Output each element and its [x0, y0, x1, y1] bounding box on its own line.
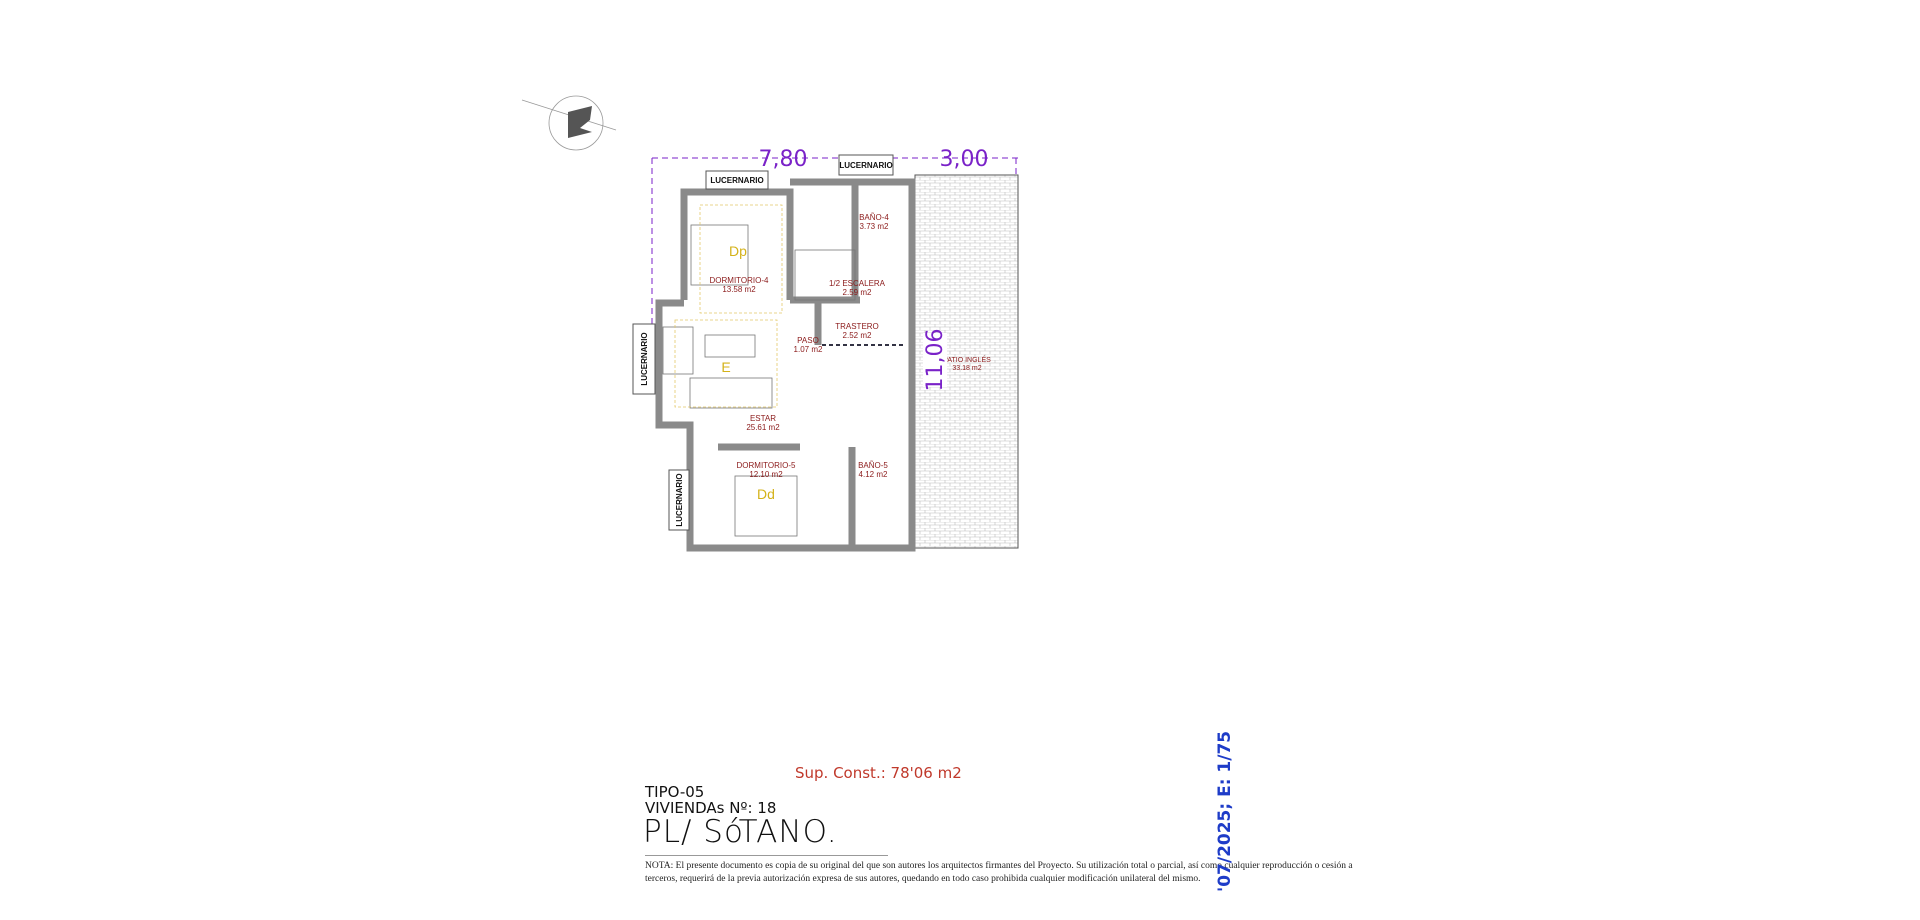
svg-text:PASO: PASO [797, 336, 819, 345]
svg-text:Dd: Dd [757, 486, 775, 502]
svg-text:BAÑO-5: BAÑO-5 [858, 461, 888, 470]
dimension-height: 11,06 [923, 329, 948, 392]
skylight-label: LUCERNARIO [675, 473, 684, 526]
room-estar: E ESTAR 25.61 m2 [721, 359, 780, 432]
room-bano-5: BAÑO-5 4.12 m2 [858, 461, 888, 479]
skylight-label: LUCERNARIO [839, 161, 892, 170]
type-label: TIPO-05 [645, 783, 705, 801]
svg-text:PATIO INGLÉS: PATIO INGLÉS [943, 355, 991, 364]
svg-text:DORMITORIO-4: DORMITORIO-4 [710, 276, 770, 285]
dimension-lines [651, 157, 1018, 330]
room-patio-ingles: PATIO INGLÉS 33.18 m2 [943, 355, 991, 372]
skylight-label: LUCERNARIO [710, 176, 763, 185]
furniture [662, 204, 856, 537]
dwellings-count: VIVIENDAs Nº: 18 [645, 799, 777, 817]
date-scale: '07/2025; E: 1/75 [1215, 730, 1235, 892]
svg-text:E: E [721, 359, 730, 375]
plan-title: PL/ SóTANO. [643, 814, 838, 850]
skylights [632, 154, 894, 531]
room-escalera: 1/2 ESCALERA 2.59 m2 [829, 279, 886, 297]
svg-text:25.61 m2: 25.61 m2 [746, 423, 780, 432]
svg-text:1.07 m2: 1.07 m2 [794, 345, 823, 354]
room-dormitorio-4: Dp DORMITORIO-4 13.58 m2 [710, 243, 770, 294]
built-area: Sup. Const.: 78'06 m2 [795, 764, 962, 782]
room-paso: PASO 1.07 m2 [794, 336, 823, 354]
svg-text:12.10 m2: 12.10 m2 [749, 470, 783, 479]
svg-text:ESTAR: ESTAR [750, 414, 776, 423]
title-divider [645, 855, 888, 856]
north-arrow-icon [521, 95, 617, 151]
svg-text:3.73 m2: 3.73 m2 [860, 222, 889, 231]
copyright-note: NOTA: El presente documento es copia de … [645, 861, 1353, 884]
svg-text:2.59 m2: 2.59 m2 [843, 288, 872, 297]
svg-text:4.12 m2: 4.12 m2 [859, 470, 888, 479]
walls [655, 178, 916, 552]
dimension-width-main: 7,80 [759, 147, 808, 172]
svg-text:33.18 m2: 33.18 m2 [952, 365, 981, 372]
skylight-label: LUCERNARIO [640, 332, 649, 385]
svg-text:2.52 m2: 2.52 m2 [843, 331, 872, 340]
room-trastero: TRASTERO 2.52 m2 [835, 322, 879, 340]
svg-text:Dp: Dp [729, 243, 747, 259]
svg-text:13.58 m2: 13.58 m2 [722, 285, 756, 294]
dimension-width-patio: 3,00 [940, 147, 989, 172]
svg-text:TRASTERO: TRASTERO [835, 322, 879, 331]
dimension-height-backing [923, 333, 947, 387]
room-bano-4: BAÑO-4 3.73 m2 [859, 213, 889, 231]
svg-text:BAÑO-4: BAÑO-4 [859, 213, 889, 222]
svg-text:DORMITORIO-5: DORMITORIO-5 [737, 461, 797, 470]
room-dormitorio-5: DORMITORIO-5 12.10 m2 Dd [737, 461, 797, 502]
svg-text:1/2 ESCALERA: 1/2 ESCALERA [829, 279, 886, 288]
